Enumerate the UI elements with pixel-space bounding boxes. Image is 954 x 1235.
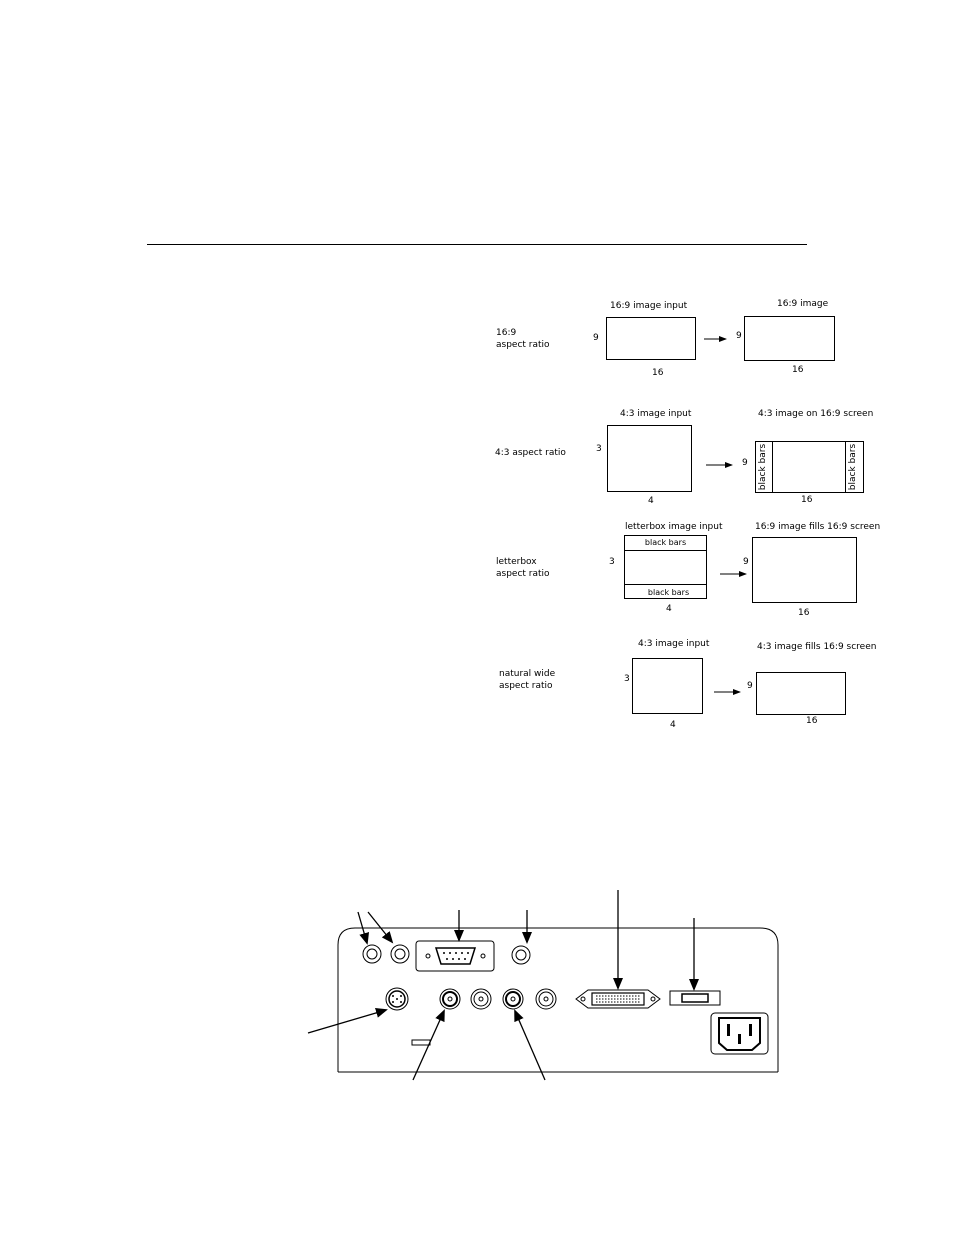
dvi-connector-icon: [575, 989, 661, 1009]
panel-slot: [411, 1039, 431, 1046]
pointer-arrow-rca-right: [514, 1009, 546, 1081]
audio-out-jack-icon: [390, 944, 410, 964]
left-pillar-bar: [755, 441, 773, 493]
s-video-connector-icon: [385, 987, 409, 1011]
output-height-4-3: 9: [742, 458, 748, 468]
monitor-jack-icon: [511, 945, 531, 965]
input-title-letterbox: letterbox image input: [625, 522, 723, 532]
rca-jack-2-icon: [470, 988, 492, 1010]
pointer-arrow-rca-left: [412, 1009, 445, 1081]
section-divider: [147, 244, 807, 245]
input-height-letterbox: 3: [609, 557, 615, 567]
input-width-letterbox: 4: [666, 604, 672, 614]
output-frame-16-9: [744, 316, 835, 361]
pointer-arrow-audio-out: [367, 911, 394, 944]
connector-panel: [337, 927, 779, 1072]
output-height-letterbox: 9: [743, 557, 749, 567]
rca-jack-1-icon: [439, 988, 461, 1010]
rca-jack-4-icon: [535, 988, 557, 1010]
power-socket-icon: [710, 1012, 769, 1055]
input-width-16-9: 16: [652, 368, 664, 378]
output-title-natural-wide: 4:3 image fills 16:9 screen: [757, 642, 877, 652]
top-bar-label: black bars: [644, 538, 687, 547]
output-width-16-9: 16: [792, 365, 804, 375]
output-title-letterbox: 16:9 image fills 16:9 screen: [755, 522, 881, 532]
bottom-letterbox-bar: [624, 584, 707, 599]
pointer-arrow-s-video: [307, 1008, 388, 1034]
output-title-4-3: 4:3 image on 16:9 screen: [758, 409, 874, 419]
input-height-natural-wide: 3: [624, 674, 630, 684]
right-pillar-bar: [845, 441, 864, 493]
input-title-16-9: 16:9 image input: [610, 301, 688, 311]
input-height-16-9: 9: [593, 333, 599, 343]
bottom-bar-label: black bars: [647, 588, 690, 597]
audio-in-jack-icon: [362, 944, 382, 964]
output-width-natural-wide: 16: [806, 716, 818, 726]
output-width-4-3: 16: [801, 495, 813, 505]
input-frame-16-9: [606, 317, 696, 360]
row-label-4-3: 4:3 aspect ratio: [495, 448, 566, 458]
input-frame-4-3: [607, 425, 692, 492]
pointer-arrow-audio-in: [357, 911, 370, 945]
vga-connector-icon: [415, 940, 495, 972]
output-title-16-9: 16:9 image: [777, 299, 829, 309]
output-height-16-9: 9: [736, 331, 742, 341]
input-height-4-3: 3: [596, 444, 602, 454]
input-width-natural-wide: 4: [670, 720, 676, 730]
input-frame-natural-wide: [632, 658, 703, 714]
row-label-letterbox: letterbox aspect ratio: [496, 557, 550, 579]
row-label-natural-wide: natural wide aspect ratio: [499, 669, 556, 691]
output-frame-natural-wide: [756, 672, 846, 715]
usb-connector-icon: [669, 990, 721, 1006]
rca-jack-3-icon: [502, 988, 524, 1010]
row-label-16-9: 16:9 aspect ratio: [496, 328, 550, 350]
output-frame-letterbox: [752, 537, 857, 603]
output-width-letterbox: 16: [798, 608, 810, 618]
input-title-natural-wide: 4:3 image input: [638, 639, 710, 649]
input-title-4-3: 4:3 image input: [620, 409, 692, 419]
input-width-4-3: 4: [648, 496, 654, 506]
top-letterbox-bar: [624, 535, 707, 551]
output-height-natural-wide: 9: [747, 681, 753, 691]
